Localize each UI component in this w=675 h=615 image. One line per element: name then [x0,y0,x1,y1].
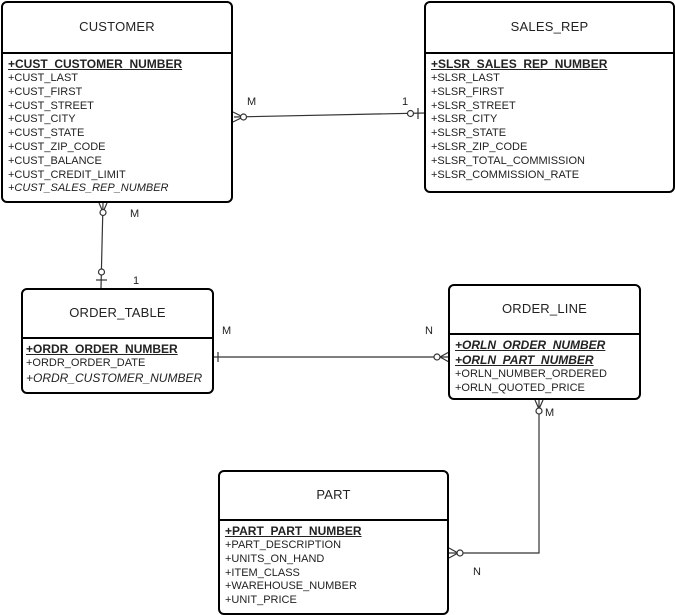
entity-title: PART [316,487,351,502]
cardinality-customer-salesrep-1: 1 [402,96,409,108]
entity-title: ORDER_LINE [501,301,588,316]
attribute-primary-key: +CUST_CUSTOMER_NUMBER [8,57,183,71]
cardinality-customer-order-1: 1 [133,275,140,287]
attribute: +SLSR_TOTAL_COMMISSION [431,154,585,167]
attribute: +WAREHOUSE_NUMBER [225,580,357,593]
attribute: +CUST_ZIP_CODE [8,140,106,153]
attribute-list: +ORLN_ORDER_NUMBER +ORLN_PART_NUMBER +OR… [455,338,635,396]
attribute-primary-key: +PART_PART_NUMBER [225,524,362,538]
entity-title: ORDER_TABLE [69,305,166,320]
attribute: +CUST_STREET [8,99,94,112]
divider [3,52,231,54]
rel-order-orderline-optional-many [433,353,441,361]
cardinality-orderline-part-m: M [545,407,555,419]
attribute-primary-foreign-key: +ORLN_PART_NUMBER [455,353,594,367]
rel-customer-salesrep-line [233,112,426,118]
attribute: +SLSR_STREET [431,99,516,112]
attribute: +CUST_BALANCE [8,154,102,167]
entity-title: SALES_REP [510,19,589,34]
attribute: +SLSR_FIRST [431,85,505,98]
attribute: +CUST_FIRST [8,85,83,98]
cardinality-order-orderline-n: N [425,325,433,337]
attribute: +UNITS_ON_HAND [225,552,325,565]
entity-order-line[interactable]: ORDER_LINE +ORLN_ORDER_NUMBER +ORLN_PART… [448,284,641,400]
attribute: +SLSR_CITY [431,113,498,126]
attribute: +CUST_STATE [8,127,85,140]
entity-title: CUSTOMER [79,19,155,34]
attribute-primary-foreign-key: +ORLN_ORDER_NUMBER [455,338,606,352]
attribute-list: +CUST_CUSTOMER_NUMBER +CUST_LAST +CUST_F… [8,57,227,196]
attribute: +SLSR_ZIP_CODE [431,140,528,153]
cardinality-order-orderline-m: M [222,325,232,337]
attribute: +UNIT_PRICE [225,594,297,607]
attribute-foreign-key: +ORDR_CUSTOMER_NUMBER [26,370,203,385]
entity-part[interactable]: PART +PART_PART_NUMBER +PART_DESCRIPTION… [218,470,449,615]
rel-orderline-part-optional-many-top [535,407,543,415]
attribute: +CUST_CITY [8,113,76,126]
attribute: +SLSR_STATE [431,127,507,140]
attribute-primary-key: +SLSR_SALES_REP_NUMBER [431,57,608,71]
attribute-primary-key: +ORDR_ORDER_NUMBER [26,342,178,356]
attribute-foreign-key: +CUST_SALES_REP_NUMBER [8,182,169,195]
attribute: +SLSR_LAST [431,72,500,84]
entity-sales-rep[interactable]: SALES_REP +SLSR_SALES_REP_NUMBER +SLSR_L… [424,1,675,193]
attribute: +ORDR_ORDER_DATE [26,357,146,369]
divider [220,519,447,521]
divider [23,337,212,339]
entity-customer[interactable]: CUSTOMER +CUST_CUSTOMER_NUMBER +CUST_LAS… [1,1,233,203]
rel-orderline-part-line [449,400,540,554]
attribute: +SLSR_COMMISSION_RATE [431,168,580,181]
rel-customer-order-optional-many [99,208,107,217]
attribute-list: +SLSR_SALES_REP_NUMBER +SLSR_LAST +SLSR_… [431,57,669,182]
attribute: +CUST_CREDIT_LIMIT [8,168,126,181]
cardinality-customer-salesrep-m: M [247,96,257,108]
divider [450,333,639,335]
rel-orderline-part-optional-many-left [456,549,464,557]
cardinality-orderline-part-n: N [473,566,481,578]
divider [426,52,673,54]
attribute-list: +ORDR_ORDER_NUMBER +ORDR_ORDER_DATE +ORD… [26,342,208,386]
cardinality-customer-order-m: M [130,208,140,220]
entity-order-table[interactable]: ORDER_TABLE +ORDR_ORDER_NUMBER +ORDR_ORD… [21,288,214,394]
rel-customer-salesrep-optional-one [406,109,415,118]
rel-customer-salesrep-optional-many [239,113,248,121]
attribute: +ITEM_CLASS [225,566,300,579]
attribute: +ORLN_NUMBER_ORDERED [455,368,607,380]
attribute: +PART_DESCRIPTION [225,539,342,551]
rel-customer-order-optional-one [97,268,106,276]
attribute-list: +PART_PART_NUMBER +PART_DESCRIPTION +UNI… [225,524,443,608]
attribute: +CUST_LAST [8,72,78,84]
attribute: +ORLN_QUOTED_PRICE [455,381,585,394]
